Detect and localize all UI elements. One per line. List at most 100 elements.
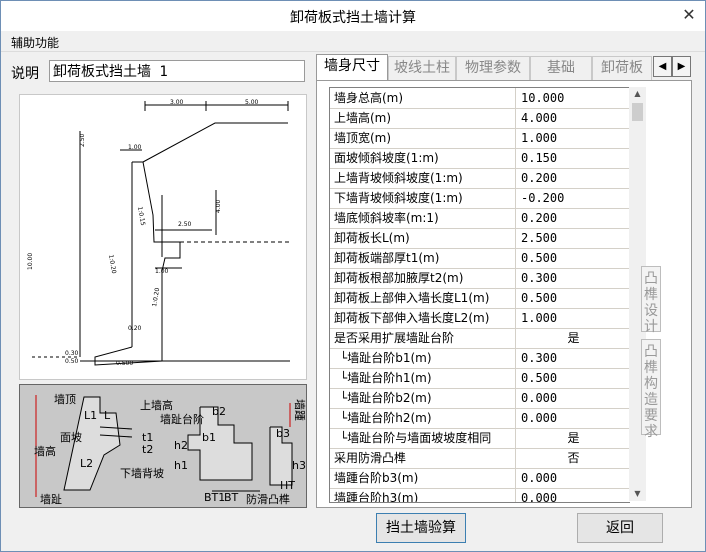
table-row[interactable]: 卸荷板端部厚t1(m) 0.500 [330,248,630,269]
param-value[interactable]: -0.200 [521,191,565,205]
param-value[interactable]: 0.000 [521,471,558,485]
dim-label: 1.00 [128,144,142,151]
legend-label: 墙顶 [54,392,76,406]
legend-label: L1 [84,409,97,422]
param-value[interactable]: 2.500 [521,231,558,245]
close-icon[interactable]: ✕ [682,5,696,24]
scroll-thumb[interactable] [632,103,643,121]
param-name: 卸荷板根部加腋厚t2(m) [330,268,516,288]
param-name: 面坡倾斜坡度(1:m) [330,148,516,168]
param-name: 墙踵台阶b3(m) [330,468,516,488]
dim-label: 5.00 [245,99,259,106]
param-value[interactable]: 10.000 [521,91,565,105]
legend-label: 墙高 [34,444,56,458]
param-value[interactable]: 0.000 [521,411,558,425]
param-value[interactable]: 0.200 [521,211,558,225]
wall-drawing-svg: 3.00 5.00 2.50 1.00 1.00 0.20 0.500 0.30… [27,99,290,367]
scroll-down-icon[interactable]: ▼ [634,489,641,498]
table-row[interactable]: └墙趾台阶b2(m) 0.000 [330,388,630,409]
param-value[interactable]: 0.500 [521,291,558,305]
legend-label: h1 [174,459,188,472]
legend-label: 防滑凸榫 [246,492,290,506]
param-value[interactable]: 4.000 [521,111,558,125]
param-name: 卸荷板上部伸入墙长度L1(m) [330,288,516,308]
legend-svg: 墙顶 上墙高 墙趾台阶 b2 墙踵 L1 L t1 t2 面坡 墙高 b1 h2… [34,392,307,506]
param-value[interactable]: 0.200 [521,171,558,185]
param-value[interactable]: 0.000 [521,491,558,503]
table-row[interactable]: 采用防滑凸榫否 [330,448,630,469]
description-input[interactable]: 卸荷板式挡土墙 1 [49,60,305,82]
scroll-up-icon[interactable]: ▲ [634,89,641,98]
dim-label: 2.50 [79,133,86,147]
param-name: 墙身总高(m) [330,88,516,108]
table-row[interactable]: └墙趾台阶h1(m) 0.500 [330,368,630,389]
table-row[interactable]: 面坡倾斜坡度(1:m) 0.150 [330,148,630,169]
tab-slope-soil[interactable]: 坡线土柱 [388,56,456,80]
param-value[interactable]: 0.150 [521,151,558,165]
param-name: 是否采用扩展墙趾台阶 [330,328,516,348]
param-value[interactable]: 1.000 [521,311,558,325]
table-row[interactable]: 卸荷板上部伸入墙长度L1(m) 0.500 [330,288,630,309]
table-row[interactable]: 卸荷板下部伸入墙长度L2(m)1.000 [330,308,630,329]
dim-label: 10.00 [27,253,34,270]
param-value[interactable]: 是 [567,331,580,345]
back-button[interactable]: 返回 [577,513,663,543]
table-row[interactable]: └墙趾台阶与墙面坡坡度相同 是 [330,428,630,449]
dim-label: 2.50 [178,221,192,228]
param-value[interactable]: 0.500 [521,251,558,265]
param-name: └墙趾台阶与墙面坡坡度相同 [330,428,516,448]
legend-label: b3 [276,427,290,440]
table-row[interactable]: 卸荷板长L(m)2.500 [330,228,630,249]
tenon-requirements-button[interactable]: 凸榫构造要求 [641,339,661,440]
tab-strip: 墙身尺寸 坡线土柱 物理参数 基础 卸荷板 ◀ ▶ [316,54,692,81]
description-label: 说明 [11,66,39,82]
table-row[interactable]: 卸荷板根部加腋厚t2(m) 0.300 [330,268,630,289]
param-name: 卸荷板端部厚t1(m) [330,248,516,268]
dim-label: 0.50 [65,358,79,365]
table-row[interactable]: 墙顶宽(m)1.000 [330,128,630,149]
param-name: 上墙背坡倾斜坡度(1:m) [330,168,516,188]
table-row[interactable]: 是否采用扩展墙趾台阶 是 [330,328,630,349]
tenon-design-button[interactable]: 凸榫设计 [641,266,661,335]
tab-next-icon[interactable]: ▶ [672,56,691,77]
menu-aux-functions[interactable]: 辅助功能 [11,36,60,50]
param-value[interactable]: 1.000 [521,131,558,145]
param-name: └墙趾台阶b2(m) [330,388,516,408]
dim-label: 0.500 [116,360,133,367]
param-value[interactable]: 0.500 [521,371,558,385]
table-row[interactable]: 上墙背坡倾斜坡度(1:m) 0.200 [330,168,630,189]
dim-label: 1:0.15 [136,206,146,226]
legend-label: 墙趾 [40,492,62,506]
param-value[interactable]: 是 [567,431,580,445]
table-row[interactable]: └墙趾台阶b1(m) 0.300 [330,348,630,369]
legend-label: t1 [142,431,153,444]
tab-physical-params[interactable]: 物理参数 [456,56,530,80]
legend-label: 面坡 [60,431,82,444]
table-row[interactable]: 墙踵台阶h3(m)0.000 [330,488,630,503]
dim-label: 1:0.20 [107,254,117,274]
table-row[interactable]: 下墙背坡倾斜坡度(1:m)-0.200 [330,188,630,209]
table-row[interactable]: └墙趾台阶h2(m)0.000 [330,408,630,429]
tab-wall-dimensions[interactable]: 墙身尺寸 [316,54,388,81]
window-title: 卸荷板式挡土墙计算 [290,10,416,26]
tab-foundation[interactable]: 基础 [530,56,592,80]
wall-section-drawing: 3.00 5.00 2.50 1.00 1.00 0.20 0.500 0.30… [19,94,307,380]
verify-wall-button[interactable]: 挡土墙验算 [376,513,466,543]
table-row[interactable]: 墙底倾斜坡率(m:1)0.200 [330,208,630,229]
param-name: └墙趾台阶h1(m) [330,368,516,388]
legend-label: 墙趾台阶 [160,412,204,426]
param-value[interactable]: 0.000 [521,391,558,405]
param-value[interactable]: 否 [567,451,580,465]
param-name: 上墙高(m) [330,108,516,128]
table-row[interactable]: 上墙高(m) 4.000 [330,108,630,129]
param-value[interactable]: 0.300 [521,271,558,285]
legend-schematic: 墙顶 上墙高 墙趾台阶 b2 墙踵 L1 L t1 t2 面坡 墙高 b1 h2… [19,384,307,508]
param-name: └墙趾台阶b1(m) [330,348,516,368]
tab-relief-slab[interactable]: 卸荷板 [592,56,652,80]
param-value[interactable]: 0.300 [521,351,558,365]
table-row[interactable]: 墙踵台阶b3(m) 0.000 [330,468,630,489]
tab-prev-icon[interactable]: ◀ [653,56,672,77]
legend-label: h2 [174,439,188,452]
table-row[interactable]: 墙身总高(m) 10.000 [330,88,630,109]
